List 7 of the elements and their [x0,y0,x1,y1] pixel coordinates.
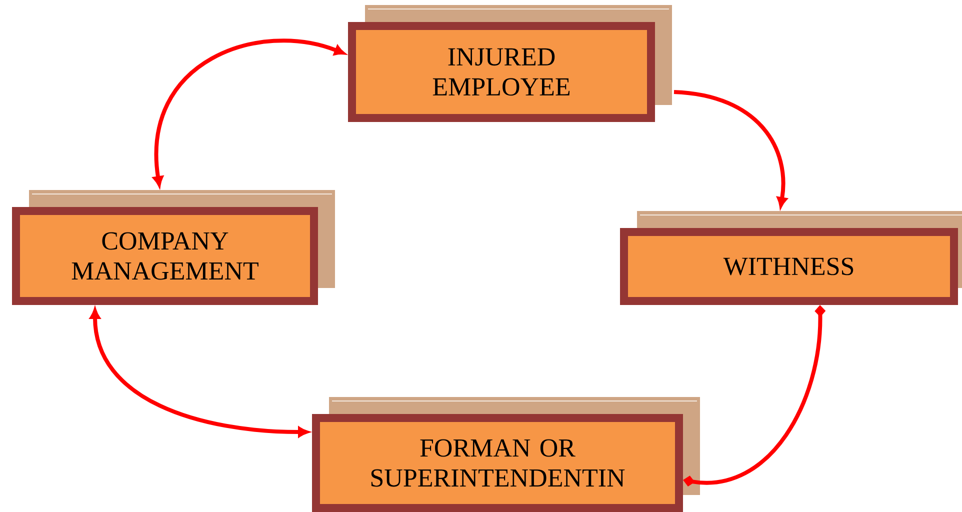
arrow [674,90,788,208]
arrow [90,308,309,438]
process-box: COMPANY MANAGEMENT [12,190,335,305]
arrow [152,38,345,187]
process-box: WITHNESS [620,211,962,305]
process-box: FORMAN OR SUPERINTENDENTIN [312,397,700,512]
process-box: INJURED EMPLOYEE [348,5,672,122]
